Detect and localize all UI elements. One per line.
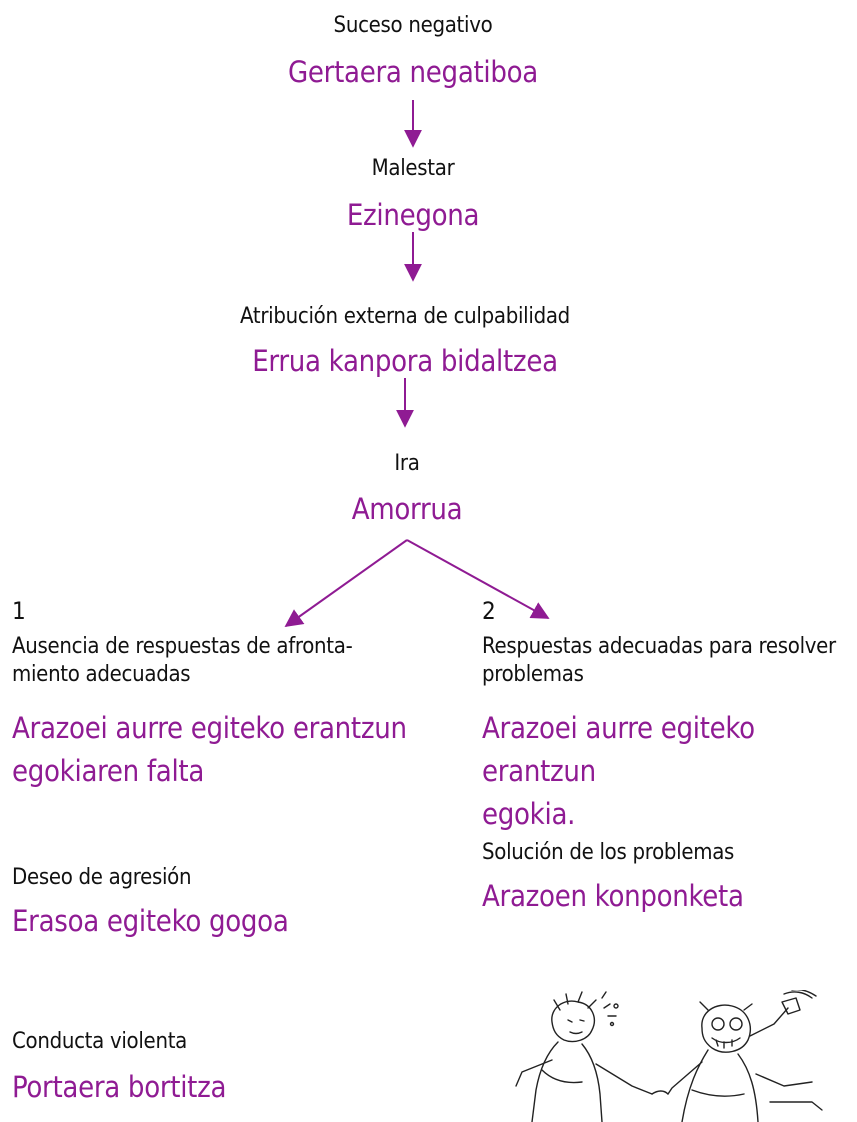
node-errua: Errua kanpora bidaltzea [252,342,558,380]
branch-2-number: 2 [482,597,496,625]
node-suceso-negativo: Suceso negativo [334,12,493,40]
label-eu: Amorrua [351,492,463,526]
label-es: Atribución externa de culpabilidad [240,304,570,329]
branch-1-final-es: Conducta violenta [12,1029,187,1054]
branch-1-eu: Arazoei aurre egiteko erantzun egokiaren… [12,711,407,788]
branch-1-next-es: Deseo de agresión [12,865,192,890]
label-es: Ira [394,451,420,476]
node-gertaera-negatiboa: Gertaera negatiboa [288,53,538,91]
branch-2-next-es: Solución de los problemas [482,840,735,865]
node-ezinegona: Ezinegona [346,196,480,234]
label-es: Suceso negativo [333,13,493,38]
branch-1-es: Ausencia de respuestas de afronta- mient… [12,634,353,687]
branch-1-next-eu: Erasoa egiteko gogoa [12,904,289,938]
cartoon-two-people-illustration [515,990,823,1122]
arrow-branch-2 [406,539,550,619]
branch-2-eu: Arazoei aurre egiteko erantzun egokia. [482,711,755,831]
branch-1-final-eu: Portaera bortitza [12,1070,227,1104]
label-eu: Gertaera negatiboa [288,55,538,89]
branch-2-es: Respuestas adecuadas para resolver probl… [482,634,836,687]
node-amorrua: Amorrua [352,490,463,528]
branch-1-number: 1 [12,597,26,625]
label-eu: Ezinegona [346,198,480,232]
node-malestar: Malestar [372,155,455,183]
label-eu: Errua kanpora bidaltzea [252,344,558,378]
arrow-branch-1 [284,539,408,628]
branch-2-next-eu: Arazoen konponketa [482,879,744,913]
node-ira: Ira [394,450,420,478]
node-atribucion: Atribución externa de culpabilidad [240,303,570,331]
label-es: Malestar [371,156,455,181]
